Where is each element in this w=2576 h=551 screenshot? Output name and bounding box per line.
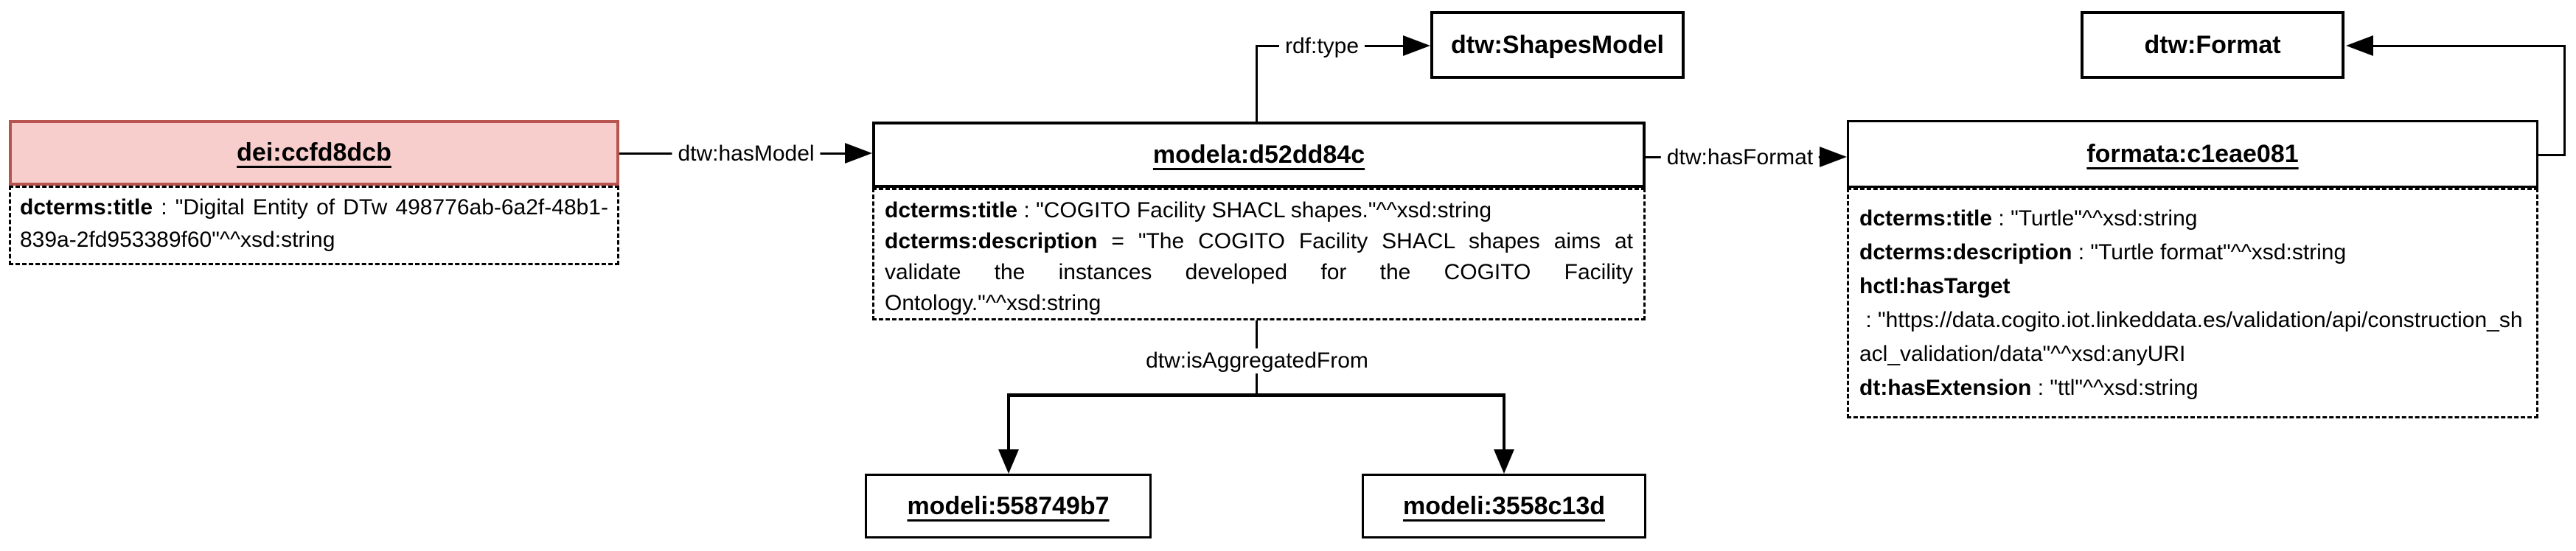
property-row: dcterms:title : "Digital Entity of DTw 4… [20,192,608,256]
edge-has-format-label: dtw:hasFormat [1660,145,1820,170]
property-value: "ttl"^^xsd:string [2050,376,2199,400]
node-dei-attributes: dcterms:title : "Digital Entity of DTw 4… [9,186,619,265]
property-key: dcterms:title [20,195,153,220]
property-value: "COGITO Facility SHACL shapes."^^xsd:str… [1036,198,1492,222]
node-shapes-model-title: dtw:ShapesModel [1450,30,1665,59]
arrowhead-right-icon [1820,147,1847,167]
edge-rdf-type-label: rdf:type [1278,34,1365,59]
node-formata: formata:c1eae081 [1847,120,2538,188]
property-row: dt:hasExtension : "ttl"^^xsd:string [1859,371,2526,405]
arrowhead-right-icon [845,143,872,164]
node-modela-attributes: dcterms:title : "COGITO Facility SHACL s… [872,188,1646,320]
edge-aggregated-bar [1007,393,1505,397]
property-key: dt:hasExtension [1859,376,2032,400]
property-row: dcterms:description : "Turtle format"^^x… [1859,236,2526,270]
property-separator: : [153,195,175,220]
property-value: "Turtle format"^^xsd:string [2090,240,2347,264]
property-key: dcterms:title [1859,206,1993,231]
edge-format-type-stub [2538,154,2566,156]
node-format-class-title: dtw:Format [2144,30,2281,59]
arrowhead-left-icon [2346,35,2373,56]
arrowhead-right-icon [1403,35,1430,56]
arrowhead-down-icon [998,449,1019,474]
property-separator: = [1097,229,1138,253]
node-dei: dei:ccfd8dcb [9,120,619,186]
edge-has-model-label: dtw:hasModel [672,141,821,166]
property-key: dcterms:description [885,229,1098,253]
node-modeli-2: modeli:3558c13d [1362,474,1646,538]
node-format-class: dtw:Format [2081,11,2344,79]
property-row: dcterms:title : "Turtle"^^xsd:string [1859,202,2526,236]
property-key: dcterms:description [1859,240,2072,264]
node-modela: modela:d52dd84c [872,122,1646,188]
property-key: hctl:hasTarget [1859,274,2011,298]
edge-aggregated-label: dtw:isAggregatedFrom [1140,348,1374,373]
node-modeli-2-title: modeli:3558c13d [1402,491,1606,520]
node-formata-attributes: dcterms:title : "Turtle"^^xsd:string dct… [1847,188,2538,418]
property-separator: : [1017,198,1037,222]
edge-format-type-vertical [2563,46,2566,156]
node-modeli-1: modeli:558749b7 [865,474,1152,538]
property-separator: : [2031,376,2050,400]
edge-aggregated-right-drop [1503,393,1505,451]
node-modeli-1-title: modeli:558749b7 [907,491,1110,520]
edge-aggregated-left-drop [1007,393,1010,451]
property-separator: : [1859,308,1879,332]
property-value: "The COGITO Facility SHACL shapes aims a… [885,229,1633,315]
property-separator: : [1992,206,2011,231]
property-separator: : [2072,240,2091,264]
property-row: hctl:hasTarget : "https://data.cogito.io… [1859,270,2526,371]
arrowhead-down-icon [1494,449,1514,474]
node-modela-title: modela:d52dd84c [1152,140,1365,169]
edge-rdf-type-vertical [1256,46,1258,122]
property-value: "Turtle"^^xsd:string [2011,206,2198,231]
edge-format-type-horizontal [2373,45,2566,47]
node-shapes-model: dtw:ShapesModel [1430,11,1685,79]
node-formata-title: formata:c1eae081 [2086,139,2299,168]
property-row: dcterms:title : "COGITO Facility SHACL s… [885,195,1633,226]
property-key: dcterms:title [885,198,1018,222]
property-value: "https://data.cogito.iot.linkeddata.es/v… [1859,308,2523,366]
property-row: dcterms:description = "The COGITO Facili… [885,226,1633,318]
property-value: "Digital Entity of DTw 498776ab-6a2f-48b… [20,195,608,252]
node-dei-title: dei:ccfd8dcb [237,138,391,166]
